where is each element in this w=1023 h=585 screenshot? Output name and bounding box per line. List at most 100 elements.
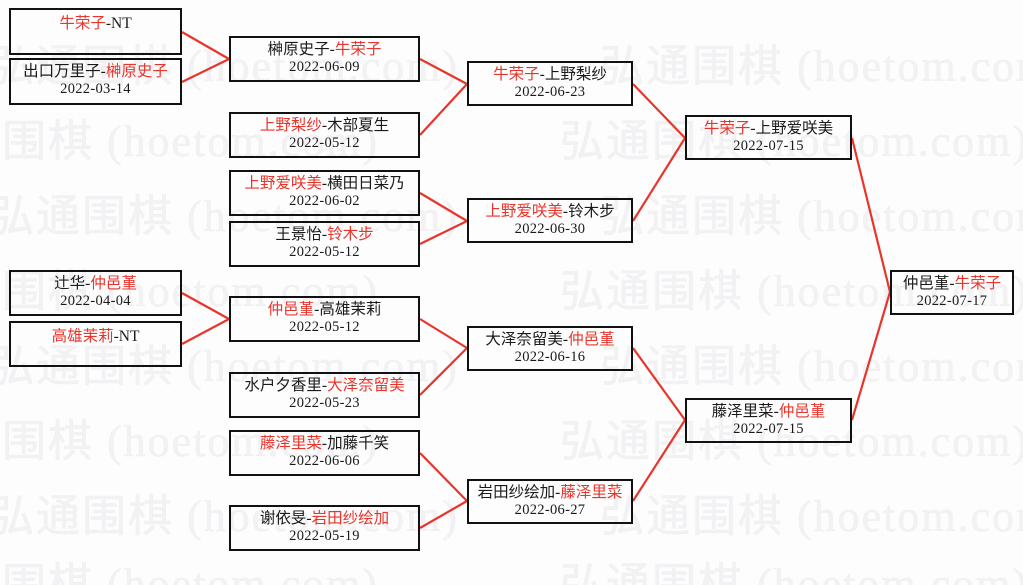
conn-r1-4-to-r2-5	[181, 318, 230, 345]
player-separator: -	[562, 331, 569, 348]
conn-sf-bottom-to-final	[850, 291, 892, 421]
player-separator: -	[321, 226, 328, 243]
player-separator: -	[85, 275, 91, 292]
loser-name: 谢依旻	[259, 510, 307, 527]
watermark-text: 弘通围棋 (hoetom.com)	[560, 560, 1023, 585]
conn-r3-2-to-sf-top	[632, 137, 686, 222]
winner-name: 上野爱咲美	[485, 203, 563, 220]
match-players: 牛荣子-NT	[11, 15, 180, 32]
conn-sf-top-to-final	[850, 137, 892, 293]
loser-name: NT	[111, 15, 132, 32]
match-players: 藤泽里菜-加藤千笑	[231, 435, 418, 452]
match-date: 2022-06-09	[289, 59, 360, 76]
match-players: 出口万里子-榊原史子	[11, 63, 180, 80]
player-separator: -	[306, 510, 312, 527]
loser-name: 榊原史子	[267, 41, 330, 58]
loser-name: 岩田纱绘加	[477, 484, 556, 501]
match-date: 2022-06-06	[289, 453, 360, 470]
winner-name: 上野梨纱	[259, 117, 322, 134]
match-date: 2022-06-02	[289, 193, 360, 210]
winner-name: 大泽奈留美	[327, 377, 405, 394]
match-date: 2022-05-12	[289, 135, 360, 152]
loser-name: 上野爱咲美	[755, 120, 834, 137]
player-separator: -	[329, 41, 335, 58]
winner-name: 牛荣子	[59, 15, 106, 32]
conn-r2-3-to-r3-2	[419, 192, 468, 222]
match-round1-4[interactable]: 高雄茉莉-NT	[9, 321, 182, 367]
match-players: 谢依旻-岩田纱绘加	[231, 510, 418, 527]
match-date: 2022-05-23	[289, 395, 360, 412]
conn-r2-5-to-r3-3	[419, 318, 468, 349]
conn-r2-4-to-r3-2	[419, 220, 468, 245]
winner-name: 牛荣子	[334, 41, 382, 58]
winner-name: 高雄茉莉	[51, 328, 114, 345]
match-date: 2022-06-16	[514, 349, 586, 366]
winner-name: 榊原史子	[105, 63, 168, 80]
player-separator: -	[113, 328, 119, 345]
conn-r2-8-to-r3-4	[419, 500, 468, 529]
match-players: 牛荣子-上野梨纱	[469, 66, 631, 83]
conn-r1-1-to-r2-1	[181, 31, 230, 60]
match-players: 仲邑堇-牛荣子	[892, 275, 1012, 292]
match-date: 2022-05-12	[289, 244, 360, 261]
match-date: 2022-03-14	[60, 81, 131, 98]
match-date: 2022-05-12	[289, 319, 360, 336]
loser-name: 王景怡	[275, 226, 322, 243]
watermark-text: 弘通围棋 (hoetom.com)	[0, 560, 380, 585]
player-separator: -	[321, 175, 328, 192]
match-date: 2022-07-17	[916, 293, 988, 310]
match-players: 水户夕香里-大泽奈留美	[231, 377, 418, 394]
player-separator: -	[555, 484, 561, 501]
winner-name: 铃木步	[327, 226, 374, 243]
loser-name: 高雄茉莉	[319, 301, 382, 318]
match-round1-1[interactable]: 牛荣子-NT	[9, 8, 182, 55]
watermark-text: 弘通围棋 (hoetom.com)	[600, 42, 1023, 92]
player-separator: -	[949, 275, 955, 292]
loser-name: 藤泽里菜	[711, 403, 774, 420]
player-separator: -	[321, 377, 328, 394]
winner-name: 上野爱咲美	[244, 175, 322, 192]
match-players: 藤泽里菜-仲邑堇	[687, 403, 850, 420]
player-separator: -	[539, 66, 545, 83]
winner-name: 牛荣子	[703, 120, 751, 137]
conn-r2-6-to-r3-3	[419, 347, 468, 396]
match-players: 大泽奈留美-仲邑堇	[469, 331, 631, 348]
conn-r1-3-to-r2-5	[181, 292, 230, 320]
match-date: 2022-06-27	[514, 502, 586, 519]
loser-name: 出口万里子	[23, 63, 101, 80]
winner-name: 岩田纱绘加	[311, 510, 390, 527]
match-players: 上野爱咲美-横田日菜乃	[231, 175, 418, 192]
match-date: 2022-06-30	[514, 221, 586, 238]
winner-name: 仲邑堇	[90, 275, 137, 292]
match-players: 牛荣子-上野爱咲美	[687, 120, 850, 137]
loser-name: 木部夏生	[327, 117, 390, 134]
match-date: 2022-07-15	[733, 138, 804, 155]
conn-r3-1-to-sf-top	[632, 83, 686, 139]
loser-name: NT	[118, 328, 140, 345]
match-players: 王景怡-铃木步	[231, 226, 418, 243]
match-date: 2022-06-23	[514, 84, 586, 101]
loser-name: 横田日菜乃	[327, 175, 405, 192]
loser-name: 仲邑堇	[902, 275, 950, 292]
winner-name: 牛荣子	[493, 66, 540, 83]
loser-name: 水户夕香里	[244, 377, 322, 394]
match-date: 2022-04-04	[60, 293, 131, 310]
